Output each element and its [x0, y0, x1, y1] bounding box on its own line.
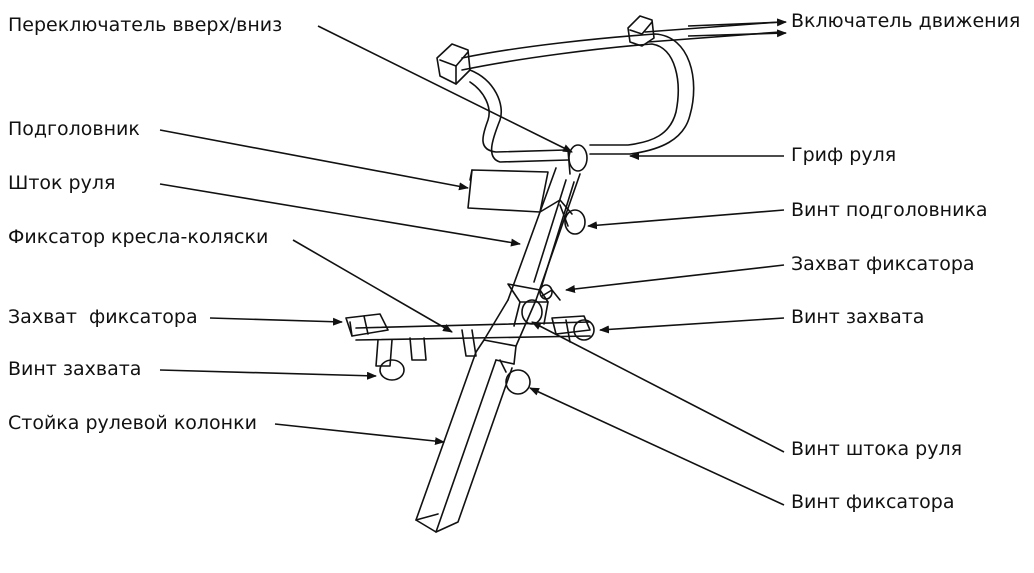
- handlebar-clamp: [567, 144, 588, 175]
- leader-steering-rod: [159, 183, 521, 247]
- fixator-screw: [499, 359, 531, 395]
- steering-rod: [507, 167, 581, 301]
- label-fixator-grip-right: Захват фиксатора: [791, 253, 975, 275]
- leader-up-down-switch: [317, 25, 573, 153]
- label-fixator-grip-left: Захват фиксатора: [8, 306, 198, 328]
- headrest: [467, 169, 549, 213]
- device-illustration: [345, 15, 781, 533]
- leader-fixator-grip-right: [565, 264, 785, 293]
- leader-headrest: [159, 129, 469, 191]
- leader-wheelchair-fixator: [292, 239, 453, 333]
- column-post: [415, 299, 537, 533]
- label-grip-screw-left: Винт захвата: [8, 358, 142, 380]
- leader-lines: [159, 18, 787, 506]
- label-handlebar-grip: Гриф руля: [791, 144, 897, 166]
- leader-grip-screw-left: [159, 369, 377, 380]
- up-down-switch: [436, 43, 471, 85]
- label-drive-switch: Включатель движения: [791, 10, 1021, 32]
- wheelchair-fixator: [345, 289, 595, 381]
- rod-clamp: [507, 283, 553, 327]
- label-steering-rod: Шток руля: [8, 172, 116, 194]
- label-up-down-switch: Переключатель вверх/вниз: [8, 14, 283, 36]
- label-column-post: Стойка рулевой колонки: [8, 412, 257, 434]
- drive-switch: [627, 15, 655, 47]
- label-wheelchair-fixator: Фиксатор кресла-коляски: [8, 226, 269, 248]
- handlebar: [461, 21, 781, 163]
- leader-drive-switch-b: [687, 29, 787, 38]
- leader-grip-screw-right: [599, 317, 785, 334]
- label-headrest: Подголовник: [8, 118, 140, 140]
- leader-fixator-screw: [529, 387, 785, 506]
- label-headrest-screw: Винт подголовника: [791, 199, 988, 221]
- leader-fixator-grip-left: [209, 317, 343, 326]
- label-rod-screw: Винт штока руля: [791, 438, 963, 460]
- leader-column-post: [274, 423, 445, 446]
- headrest-screw: [539, 199, 586, 235]
- label-fixator-screw: Винт фиксатора: [791, 491, 955, 513]
- leader-drive-switch-a: [687, 18, 787, 27]
- label-grip-screw-right: Винт захвата: [791, 306, 925, 328]
- leader-rod-screw: [531, 321, 785, 453]
- leader-headrest-screw: [587, 209, 785, 230]
